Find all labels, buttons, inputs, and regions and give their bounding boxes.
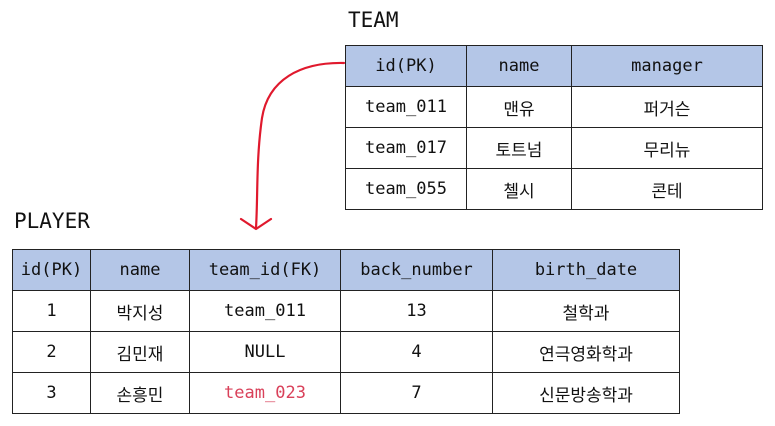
table-row: 3 손흥민 team_023 7 신문방송학과 (12, 372, 680, 414)
team-table-title: TEAM (348, 8, 399, 32)
team-cell-name: 맨유 (466, 86, 572, 128)
player-cell-id: 2 (12, 331, 91, 373)
player-header-name: name (90, 249, 190, 291)
foreign-key-arrow-line (254, 61, 346, 230)
player-cell-team-id: NULL (189, 331, 341, 373)
player-cell-name: 김민재 (90, 331, 190, 373)
team-cell-id: team_017 (345, 127, 467, 169)
team-cell-manager: 콘테 (571, 168, 763, 210)
table-row: team_011 맨유 퍼거슨 (345, 86, 763, 128)
player-cell-birth-date: 철학과 (492, 290, 680, 332)
team-cell-name: 토트넘 (466, 127, 572, 169)
player-cell-back-number: 13 (340, 290, 493, 332)
player-cell-team-id: team_011 (189, 290, 341, 332)
team-header-id: id(PK) (345, 45, 467, 87)
foreign-key-arrow-head (239, 217, 273, 231)
player-table: id(PK) name team_id(FK) back_number birt… (12, 249, 680, 414)
player-header-back-number: back_number (340, 249, 493, 291)
player-cell-birth-date: 신문방송학과 (492, 372, 680, 414)
team-cell-name: 첼시 (466, 168, 572, 210)
player-cell-id: 1 (12, 290, 91, 332)
player-cell-birth-date: 연극영화학과 (492, 331, 680, 373)
player-header-birth-date: birth_date (492, 249, 680, 291)
player-cell-back-number: 7 (340, 372, 493, 414)
team-table: id(PK) name manager team_011 맨유 퍼거슨 team… (345, 45, 763, 210)
team-cell-manager: 무리뉴 (571, 127, 763, 169)
table-row: team_017 토트넘 무리뉴 (345, 127, 763, 169)
table-row: team_055 첼시 콘테 (345, 168, 763, 210)
player-cell-name: 손흥민 (90, 372, 190, 414)
team-header-name: name (466, 45, 572, 87)
table-row: 1 박지성 team_011 13 철학과 (12, 290, 680, 332)
player-header-row: id(PK) name team_id(FK) back_number birt… (12, 249, 680, 291)
player-header-team-id: team_id(FK) (189, 249, 341, 291)
player-cell-id: 3 (12, 372, 91, 414)
team-header-row: id(PK) name manager (345, 45, 763, 87)
team-cell-manager: 퍼거슨 (571, 86, 763, 128)
team-cell-id: team_011 (345, 86, 467, 128)
player-cell-team-id-invalid: team_023 (189, 372, 341, 414)
player-cell-name: 박지성 (90, 290, 190, 332)
team-header-manager: manager (571, 45, 763, 87)
player-cell-back-number: 4 (340, 331, 493, 373)
team-cell-id: team_055 (345, 168, 467, 210)
player-table-title: PLAYER (14, 209, 90, 233)
player-header-id: id(PK) (12, 249, 91, 291)
table-row: 2 김민재 NULL 4 연극영화학과 (12, 331, 680, 373)
